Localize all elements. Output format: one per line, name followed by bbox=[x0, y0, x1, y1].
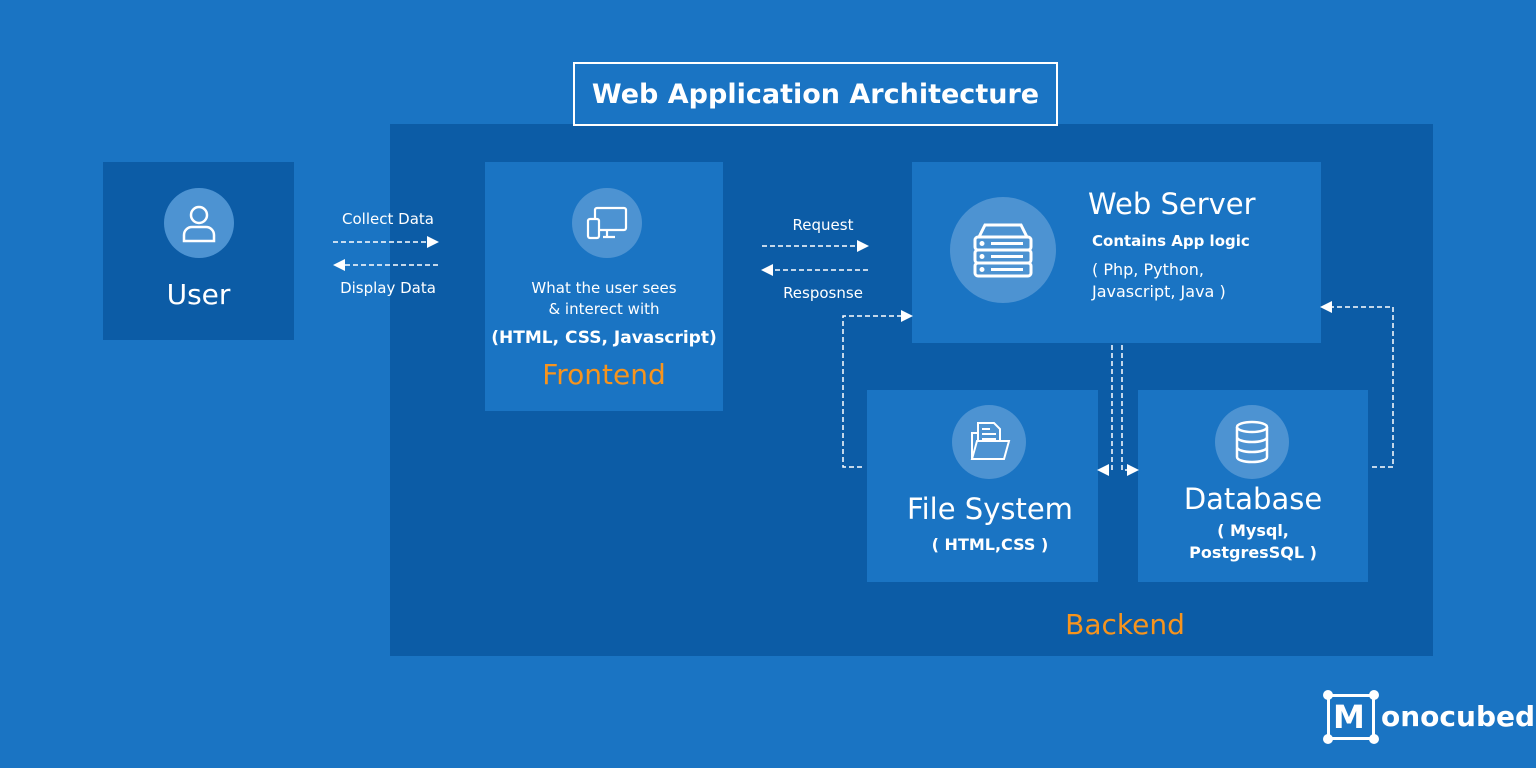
backend-label: Backend bbox=[1065, 608, 1185, 641]
database-box: Database ( Mysql, PostgresSQL ) bbox=[1138, 390, 1368, 582]
response-label: Resposnse bbox=[783, 284, 863, 302]
web-server-sub: Contains App logic bbox=[1092, 232, 1250, 250]
display-data-label: Display Data bbox=[340, 279, 436, 297]
user-icon bbox=[164, 188, 234, 258]
server-to-filesystem-arrow bbox=[1097, 345, 1113, 476]
request-label: Request bbox=[792, 216, 854, 234]
server-icon bbox=[950, 197, 1056, 303]
database-tech-1: ( Mysql, bbox=[1217, 521, 1289, 540]
user-label: User bbox=[166, 278, 231, 311]
frontend-desc-2: & interect with bbox=[548, 300, 660, 318]
folder-icon bbox=[952, 405, 1026, 479]
web-server-tech-1: ( Php, Python, bbox=[1092, 260, 1204, 279]
collect-data-label: Collect Data bbox=[342, 210, 434, 228]
web-server-box: Web Server Contains App logic ( Php, Pyt… bbox=[912, 162, 1321, 343]
file-system-box: File System ( HTML,CSS ) bbox=[867, 390, 1098, 582]
frontend-desc-1: What the user sees bbox=[531, 279, 677, 297]
database-to-server-arrow bbox=[1320, 301, 1394, 468]
server-to-database-arrow bbox=[1121, 345, 1139, 476]
database-label: Database bbox=[1183, 482, 1323, 516]
frontend-box: What the user sees & interect with (HTML… bbox=[485, 162, 723, 411]
monocubed-logo: M onocubed bbox=[1323, 690, 1535, 746]
user-box: User bbox=[103, 162, 294, 340]
devices-icon bbox=[572, 188, 642, 258]
web-server-tech-2: Javascript, Java ) bbox=[1092, 282, 1226, 301]
frontend-label: Frontend bbox=[542, 358, 666, 391]
filesystem-to-server-arrow bbox=[842, 310, 913, 468]
file-system-tech: ( HTML,CSS ) bbox=[931, 535, 1049, 554]
database-icon bbox=[1215, 405, 1289, 479]
web-server-label: Web Server bbox=[1088, 187, 1256, 221]
frontend-tech: (HTML, CSS, Javascript) bbox=[491, 328, 717, 348]
database-tech-2: PostgresSQL ) bbox=[1189, 543, 1317, 562]
file-system-label: File System bbox=[907, 492, 1073, 526]
diagram-title: Web Application Architecture bbox=[573, 62, 1058, 126]
